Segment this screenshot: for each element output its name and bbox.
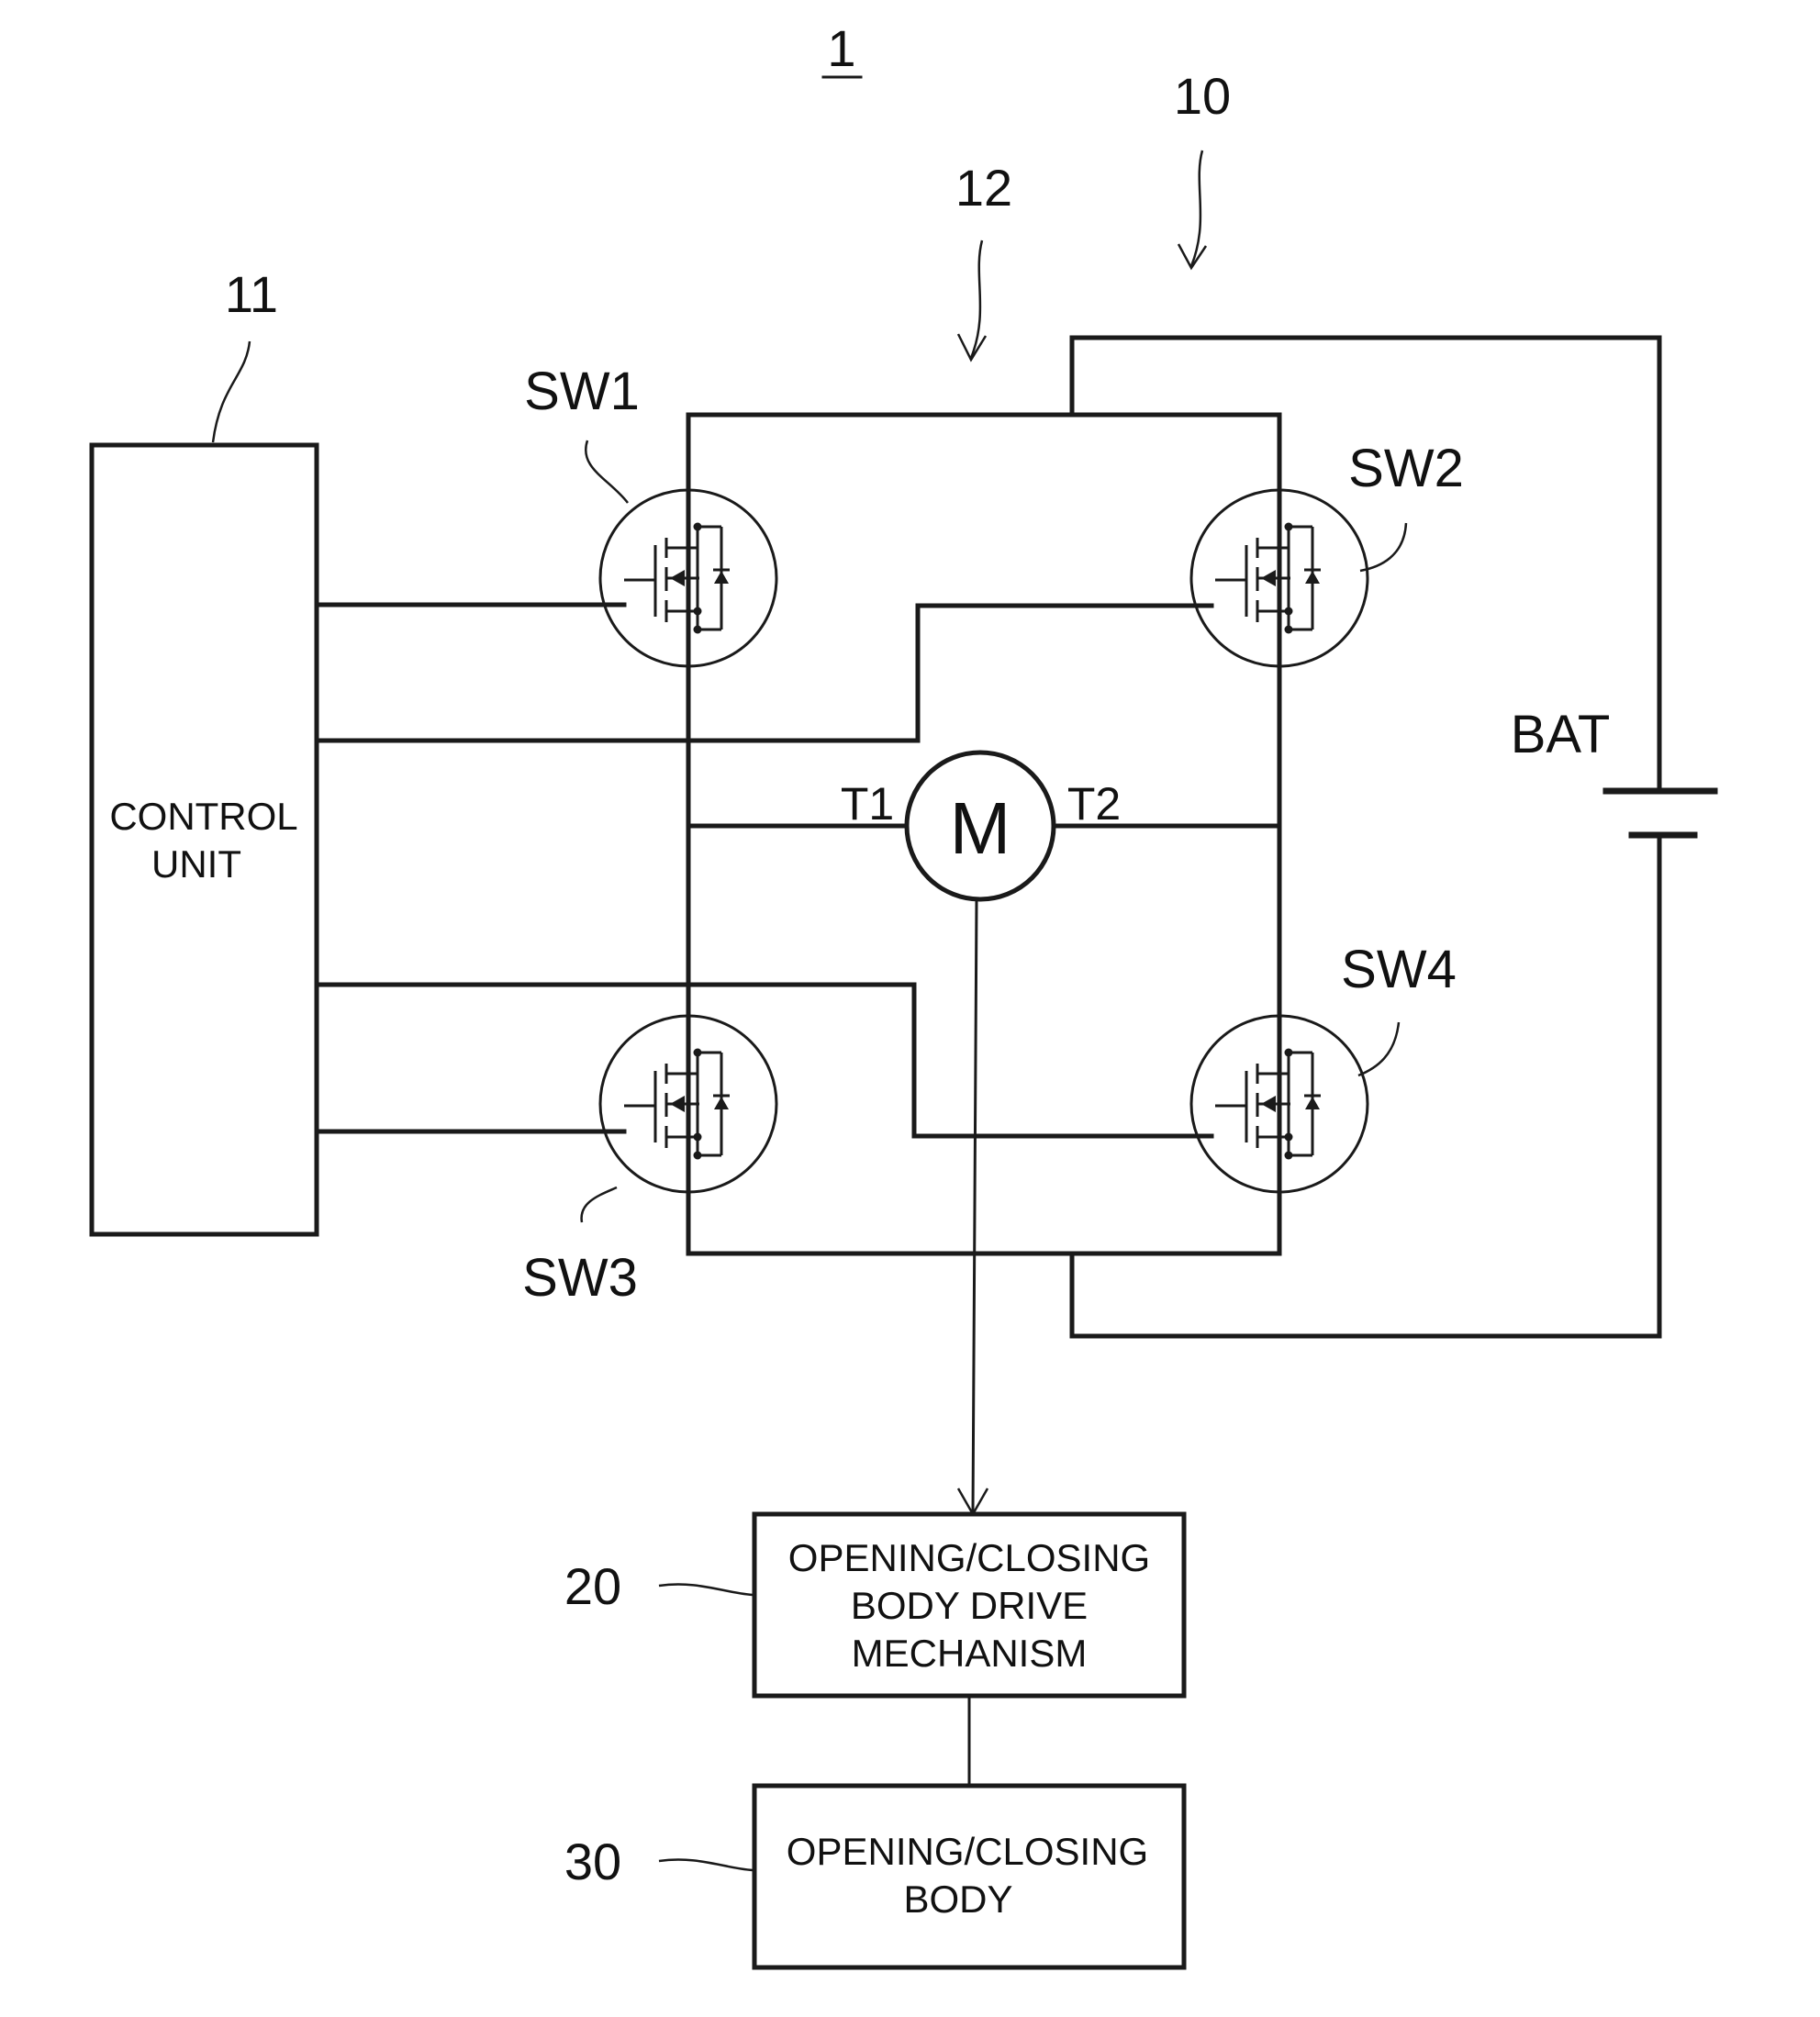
motor-shaft-line: [973, 899, 977, 1512]
body-label-line2: BODY: [903, 1878, 1012, 1921]
figure-number: 1: [827, 19, 855, 77]
battery-symbol: [1606, 791, 1714, 835]
switch-sw4-label: SW4: [1341, 940, 1457, 999]
switch-sw2-label: SW2: [1348, 439, 1464, 498]
motor-terminal-t1: T1: [841, 778, 894, 830]
ref-control: 11: [225, 265, 278, 323]
motor-terminal-t2: T2: [1067, 778, 1121, 830]
mechanism-label-line3: MECHANISM: [852, 1632, 1088, 1675]
ref-control-leader: [213, 341, 250, 442]
motor-label: M: [950, 787, 1011, 869]
ref-system-arrow: [1191, 150, 1202, 266]
switch-sw3-label: SW3: [522, 1248, 638, 1308]
switch-sw1-label: SW1: [524, 362, 640, 421]
ref-body-leader: [659, 1860, 753, 1870]
ref-body: 30: [564, 1833, 621, 1890]
ref-bridge: 12: [955, 159, 1012, 217]
battery-label: BAT: [1511, 705, 1611, 764]
control-unit-box: [92, 445, 317, 1234]
ref-mechanism: 20: [564, 1557, 621, 1615]
mechanism-label-line2: BODY DRIVE: [851, 1584, 1088, 1627]
control-unit-label-line1: CONTROL: [109, 795, 297, 838]
ref-system: 10: [1174, 67, 1231, 125]
mechanism-label-line1: OPENING/CLOSING: [788, 1536, 1150, 1579]
control-unit-label-line2: UNIT: [151, 842, 241, 886]
ref-bridge-arrow: [971, 240, 982, 358]
body-box: [754, 1786, 1184, 1967]
body-label-line1: OPENING/CLOSING: [787, 1830, 1148, 1873]
ref-mechanism-leader: [659, 1585, 753, 1595]
